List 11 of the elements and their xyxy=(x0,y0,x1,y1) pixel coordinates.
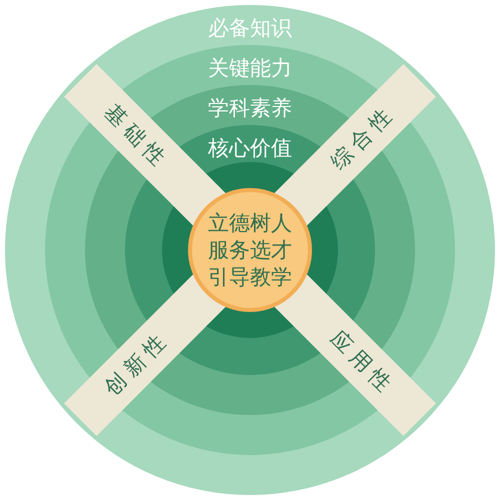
center-text: 立德树人 xyxy=(208,210,292,236)
ring-label: 关键能力 xyxy=(208,55,292,81)
band-label: 创新性 xyxy=(100,326,174,400)
ring-label: 必备知识 xyxy=(208,15,292,41)
center-text: 服务选才 xyxy=(208,236,292,264)
band-label: 基础性 xyxy=(100,100,174,174)
band-label: 应用性 xyxy=(326,326,400,400)
ring-label: 学科素养 xyxy=(208,95,292,121)
ring-label: 核心价值 xyxy=(208,135,292,161)
center-text: 引导教学 xyxy=(208,264,292,290)
band-label: 综合性 xyxy=(326,100,400,174)
